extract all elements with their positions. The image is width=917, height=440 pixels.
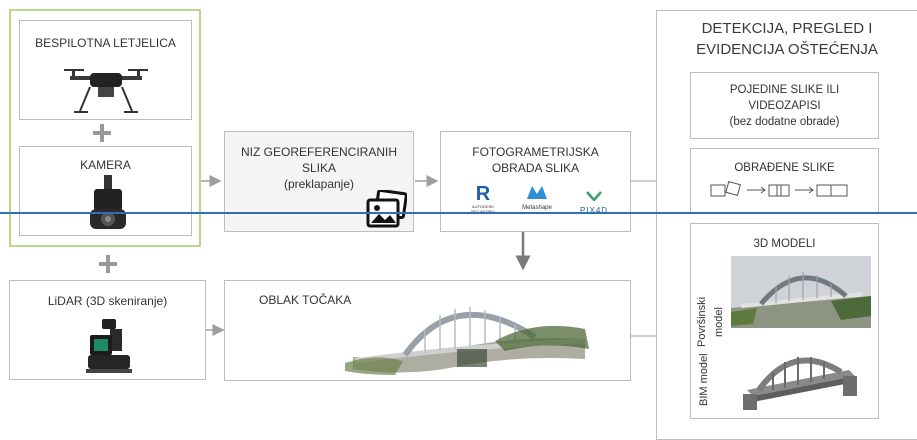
plus-icon-drone-camera xyxy=(93,124,111,142)
pix4d-icon xyxy=(586,191,602,202)
metashape-logo: Metashape xyxy=(515,184,559,212)
lidar-title: LiDAR (3D skeniranje) xyxy=(47,294,168,308)
image-stitching-icon xyxy=(710,181,848,197)
image-series-line2: SLIKA xyxy=(301,161,337,175)
image-series-line1: NIZ GEOREFERENCIRANIH xyxy=(240,145,397,159)
single-images-line2: VIDEOZAPISI xyxy=(748,100,821,112)
point-cloud-box: OBLAK TOČAKA xyxy=(224,280,631,381)
photogrammetry-line1: FOTOGRAMETRIJSKA xyxy=(472,145,599,159)
photogrammetry-line2: OBRADA SLIKA xyxy=(491,161,580,175)
lidar-box: LiDAR (3D skeniranje) xyxy=(9,280,206,380)
lidar-scanner-icon xyxy=(86,319,132,373)
photogrammetry-box: FOTOGRAMETRIJSKA OBRADA SLIKA R AUTODESK… xyxy=(440,131,631,232)
processed-images-box: OBRAĐENE SLIKE xyxy=(690,148,879,214)
camera-box: KAMERA xyxy=(19,146,192,236)
processed-images-title: OBRAĐENE SLIKE xyxy=(734,162,835,174)
drone-icon xyxy=(64,69,148,113)
detection-title-line1: DETEKCIJA, PREGLED I xyxy=(701,20,873,37)
bim-model-label: BIM model xyxy=(698,353,710,407)
drone-box: BESPILOTNA LETJELICA xyxy=(19,20,192,120)
single-images-line3: (bez dodatne obrade) xyxy=(729,116,840,128)
metashape-icon xyxy=(527,186,547,199)
bim-model-image xyxy=(743,357,857,410)
blue-horizontal-line xyxy=(0,212,917,214)
photos-stack-icon xyxy=(366,190,407,228)
plus-icon-lidar xyxy=(99,255,117,273)
single-images-line1: POJEDINE SLIKE ILI xyxy=(729,84,840,96)
camera-icon xyxy=(90,175,126,229)
bridge-point-cloud-image xyxy=(345,307,589,375)
recap-logo: R AUTODESK RECAP PRO xyxy=(471,183,495,214)
pix4d-logo: PIX4D xyxy=(571,188,617,215)
camera-title: KAMERA xyxy=(80,158,131,172)
image-series-line3: (preklapanje) xyxy=(283,177,355,191)
point-cloud-title: OBLAK TOČAKA xyxy=(259,293,352,307)
models-3d-box: 3D MODELI Površinski model BIM model xyxy=(690,223,879,419)
image-series-box: NIZ GEOREFERENCIRANIH SLIKA (preklapanje… xyxy=(224,131,414,232)
single-images-box: POJEDINE SLIKE ILI VIDEOZAPISI (bez doda… xyxy=(690,72,879,139)
models-3d-title: 3D MODELI xyxy=(753,238,816,250)
surface-model-image xyxy=(731,256,871,328)
detection-title-line2: EVIDENCIJA OŠTEĆENJA xyxy=(696,41,878,58)
drone-title: BESPILOTNA LETJELICA xyxy=(35,36,176,50)
